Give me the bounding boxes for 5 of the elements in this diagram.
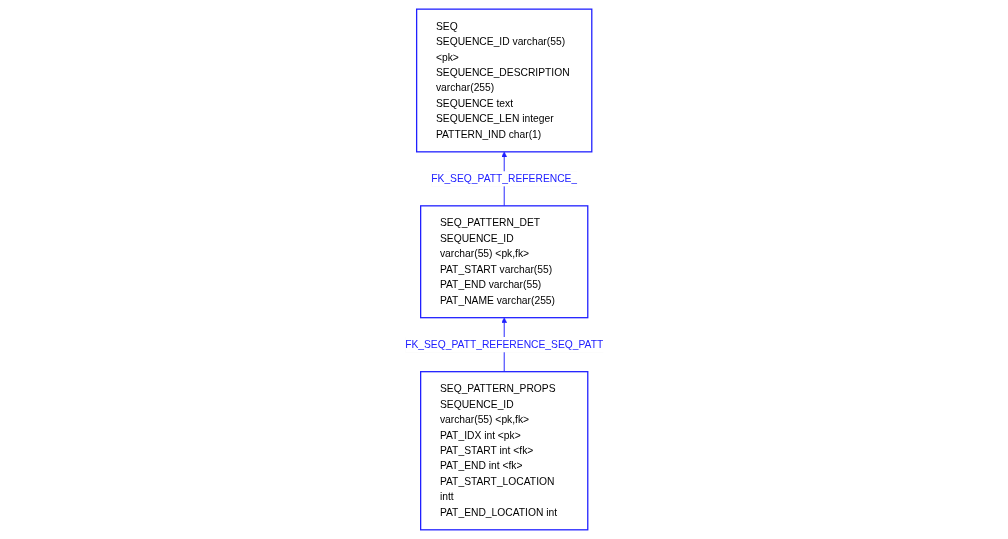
edge-label: FK_SEQ_PATT_REFERENCE_SEQ_PATT xyxy=(404,338,604,350)
node-box: SEQ_PATTERN_PROPS SEQUENCE_ID varchar(55) <pk,fk> PAT_IDX int <pk> PAT_START int <fk> PAT_END int <fk> PAT_START_LOCATION intt PAT_END_LOCATION int xyxy=(419,371,589,531)
node-box: SEQ SEQUENCE_ID varchar(55) <pk> SEQUENCE_DESCRIPTION varchar(255) SEQUENCE text SEQUENCE_LEN integer PATTERN_IND char(1) xyxy=(415,8,593,153)
node-box: SEQ_PATTERN_DET SEQUENCE_ID varchar(55) <pk,fk> PAT_START varchar(55) PAT_END varchar(55) PAT_NAME varchar(255) xyxy=(419,205,589,319)
edge-label: FK_SEQ_PATT_REFERENCE_ xyxy=(431,173,577,184)
